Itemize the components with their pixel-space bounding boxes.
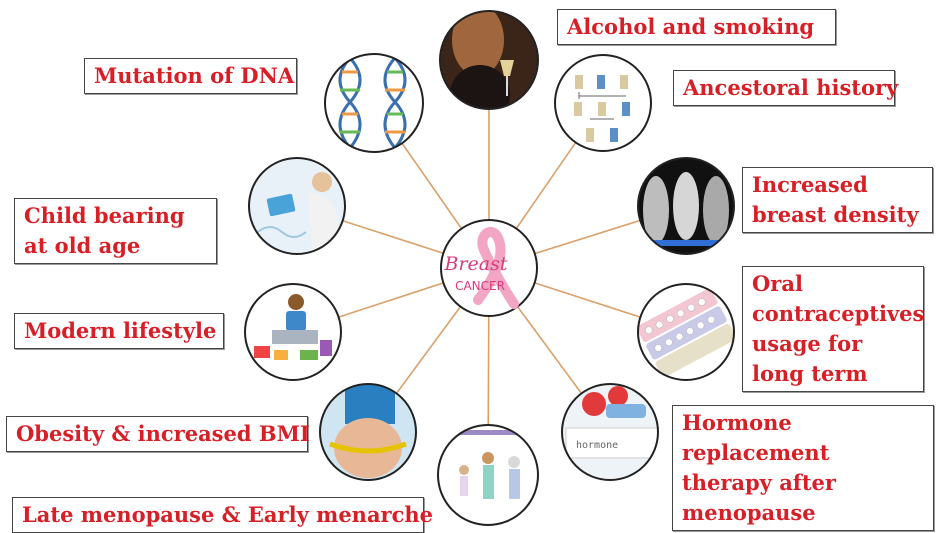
dna-helix-icon — [325, 54, 423, 152]
family-tree-icon — [555, 55, 651, 151]
label-ancestral-history: Ancestoral history — [673, 70, 895, 106]
label-breast-density: Increased breast density — [742, 167, 933, 233]
pill-packs-icon — [636, 284, 737, 380]
center-title-line2: CANCER — [455, 279, 505, 293]
label-obesity-bmi: Obesity & increased BMI — [6, 416, 308, 452]
modern-lifestyle-icon — [245, 284, 341, 380]
label-menopause-menarche: Late menopause & Early menarche — [12, 497, 424, 533]
label-modern-lifestyle: Modern lifestyle — [14, 313, 224, 349]
label-oral-contraceptives: Oral contraceptives usage for long term — [742, 266, 924, 392]
label-mutation-dna: Mutation of DNA — [84, 58, 297, 94]
pregnant-woman-ultrasound-icon — [249, 158, 345, 254]
center-title-line1: Breast — [443, 253, 507, 275]
hormone-vials-icon: hormone — [562, 384, 658, 480]
svg-text:hormone: hormone — [576, 440, 618, 451]
center-node: Breast CANCER — [441, 220, 537, 316]
label-hormone-replacement: Hormone replacement therapy after menopa… — [672, 405, 934, 531]
mammogram-icon — [638, 158, 734, 254]
label-alcohol-smoking: Alcohol and smoking — [557, 9, 836, 45]
measuring-tape-waist-icon — [320, 384, 416, 480]
label-child-bearing: Child bearing at old age — [14, 198, 217, 264]
life-phases-icon — [438, 425, 538, 525]
woman-wine-icon — [440, 4, 538, 125]
